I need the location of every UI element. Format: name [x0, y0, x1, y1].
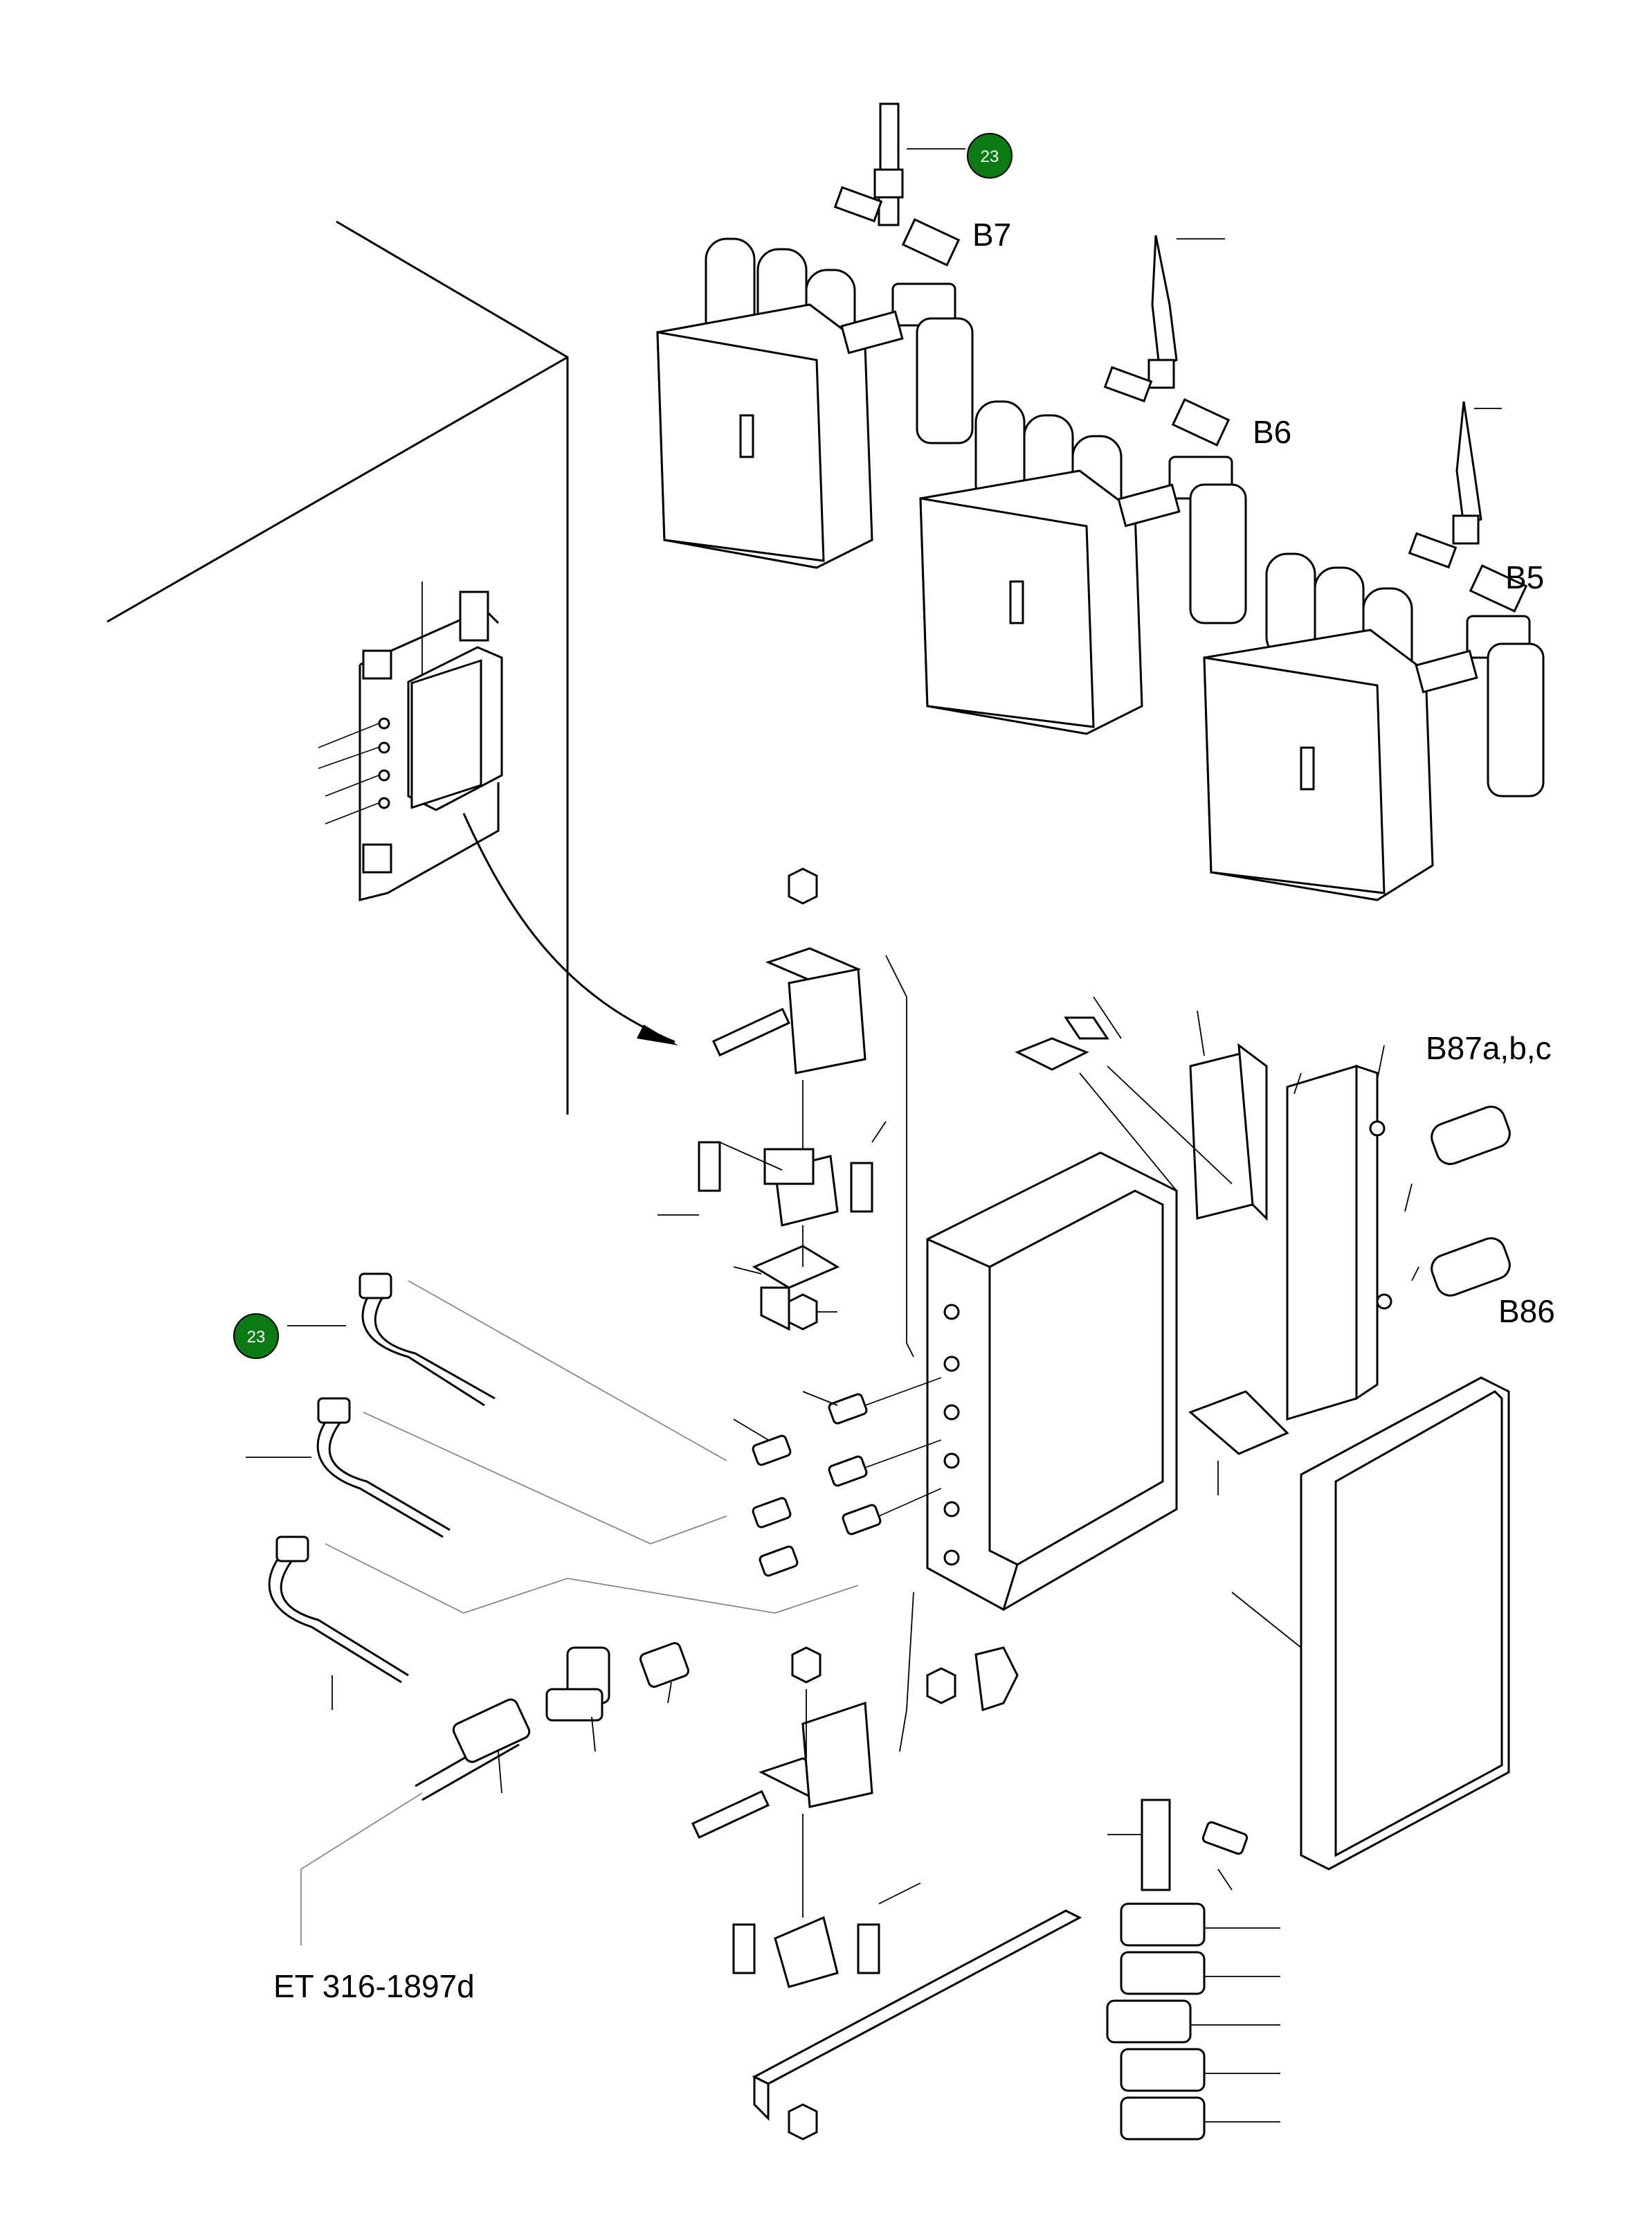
terminal-stack: [1106, 1799, 1280, 2141]
label-b7: B7: [972, 217, 1011, 253]
doc-reference: ET 316-1897d: [273, 1968, 475, 2004]
label-b87: B87a,b,c: [1426, 1030, 1552, 1066]
valve-block-b7: [656, 102, 974, 569]
main-enclosure: [926, 1151, 1178, 1611]
label-b86: B86: [1498, 1293, 1555, 1329]
label-b6: B6: [1253, 414, 1291, 450]
side-parts: [1015, 996, 1511, 1871]
callout-top-number: 23: [981, 147, 999, 166]
lower-bracket-assembly: [691, 1592, 1082, 2141]
callout-badge-left: 23: [233, 1313, 279, 1359]
cabinet-outline: [107, 220, 569, 1115]
curved-arrow: [462, 813, 678, 1045]
grey-leaders: [300, 1280, 859, 1945]
tee-valve: [415, 1642, 689, 1801]
upper-bracket-assembly: [657, 867, 914, 1358]
control-box-small: [318, 582, 503, 901]
valve-block-b5: [1203, 401, 1545, 901]
callout-badge-top: 23: [907, 133, 1013, 179]
fittings: [733, 1377, 942, 1577]
hoses: [246, 1272, 496, 1710]
callout-left-number: 23: [247, 1328, 266, 1346]
label-b5: B5: [1505, 559, 1544, 595]
valve-block-b6: [919, 235, 1247, 735]
